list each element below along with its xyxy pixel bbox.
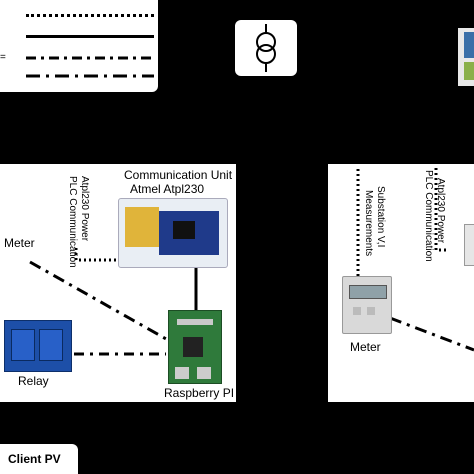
- comm-unit-label-2: Atmel Atpl230: [130, 182, 205, 196]
- right-meter-image: [342, 276, 392, 334]
- legend-solid-line: [26, 35, 154, 38]
- legend-box: =: [0, 0, 158, 92]
- left-vertical-label-1: Atpl230 Power: [79, 176, 90, 242]
- right-panel-connections: [356, 168, 474, 352]
- legend-tick: =: [0, 52, 6, 63]
- solar-panel-icon: [458, 28, 474, 86]
- raspberry-pi-image: [168, 310, 222, 384]
- transformer-icon: [256, 24, 276, 72]
- client-pv-label: Client PV: [0, 444, 78, 474]
- left-meter-label: Meter: [4, 236, 35, 250]
- relay-image: [4, 320, 72, 372]
- left-vertical-label-2: PLC Communication: [67, 176, 78, 268]
- transformer-box: [235, 20, 297, 76]
- legend-dotted-line: [26, 14, 154, 17]
- right-edge-device: [464, 224, 474, 266]
- right-panel: Substation V,I Measurements Atpl230 Powe…: [328, 164, 474, 402]
- relay-label: Relay: [18, 374, 49, 388]
- right-meter-label: Meter: [350, 340, 381, 354]
- raspberry-pi-label: Raspberry PI: [164, 386, 235, 400]
- communication-unit-image: [118, 198, 228, 268]
- right-vertical-label-2: Measurements: [363, 190, 374, 257]
- left-panel-connections: [29, 248, 212, 356]
- left-panel: Meter Atpl230 Power PLC Communication Co…: [0, 164, 236, 402]
- right-vertical-label-4: PLC Communication: [423, 170, 434, 262]
- legend-dash-lines: [26, 56, 154, 78]
- right-vertical-label-3: Atpl230 Power: [435, 178, 446, 244]
- comm-unit-label-1: Communication Unit: [124, 168, 233, 182]
- right-vertical-label-1: Substation V,I: [375, 186, 386, 248]
